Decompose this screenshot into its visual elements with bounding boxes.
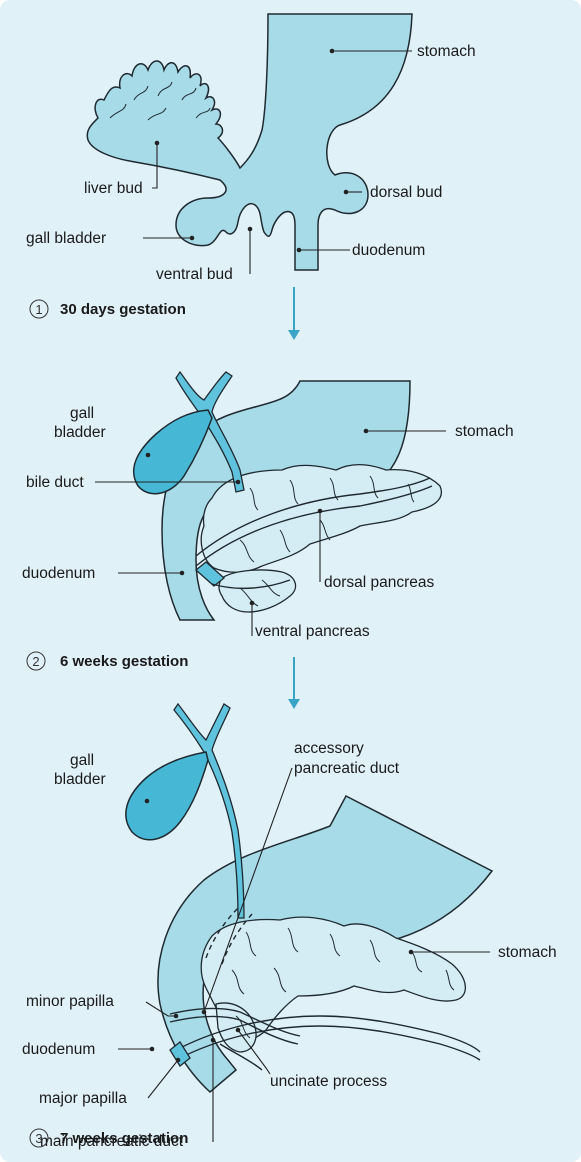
arrow-down-icon	[288, 287, 300, 340]
label-duodenum-3: duodenum	[22, 1041, 95, 1058]
label-ventral-pancreas: ventral pancreas	[255, 623, 370, 640]
label-stomach-1: stomach	[417, 43, 476, 60]
stage-2-caption: 2 6 weeks gestation	[27, 652, 188, 670]
step-number-2: 2	[32, 654, 39, 669]
label-dorsal-pancreas: dorsal pancreas	[324, 574, 435, 591]
stage-title-2: 6 weeks gestation	[60, 653, 188, 670]
label-minor-papilla: minor papilla	[26, 993, 114, 1010]
label-stomach-2: stomach	[455, 423, 514, 440]
stage-title-1: 30 days gestation	[60, 301, 186, 318]
stage-title-3: 7 weeks gestation	[60, 1130, 188, 1147]
label-gall-3: gall	[70, 752, 94, 769]
label-accessory: accessory	[294, 740, 364, 757]
label-pancreatic-duct: pancreatic duct	[294, 760, 400, 777]
label-bladder-2: bladder	[54, 424, 106, 441]
stage-1-caption: 1 30 days gestation	[30, 300, 186, 318]
label-gall-2: gall	[70, 405, 94, 422]
label-bladder-3: bladder	[54, 771, 106, 788]
label-stomach-3: stomach	[498, 944, 557, 961]
gall-bladder-shape-3	[126, 752, 208, 840]
label-ventral-bud: ventral bud	[156, 266, 233, 283]
label-duodenum-1: duodenum	[352, 242, 425, 259]
step-number-3: 3	[35, 1131, 42, 1146]
label-bile-duct: bile duct	[26, 474, 84, 491]
label-uncinate-process: uncinate process	[270, 1073, 387, 1090]
label-major-papilla: major papilla	[39, 1090, 127, 1107]
arrow-down-icon	[288, 657, 300, 709]
label-duodenum-2: duodenum	[22, 565, 95, 582]
step-number-1: 1	[35, 302, 42, 317]
label-gall-bladder-1: gall bladder	[26, 230, 106, 247]
label-liver-bud: liver bud	[84, 180, 143, 197]
label-dorsal-bud: dorsal bud	[370, 184, 442, 201]
